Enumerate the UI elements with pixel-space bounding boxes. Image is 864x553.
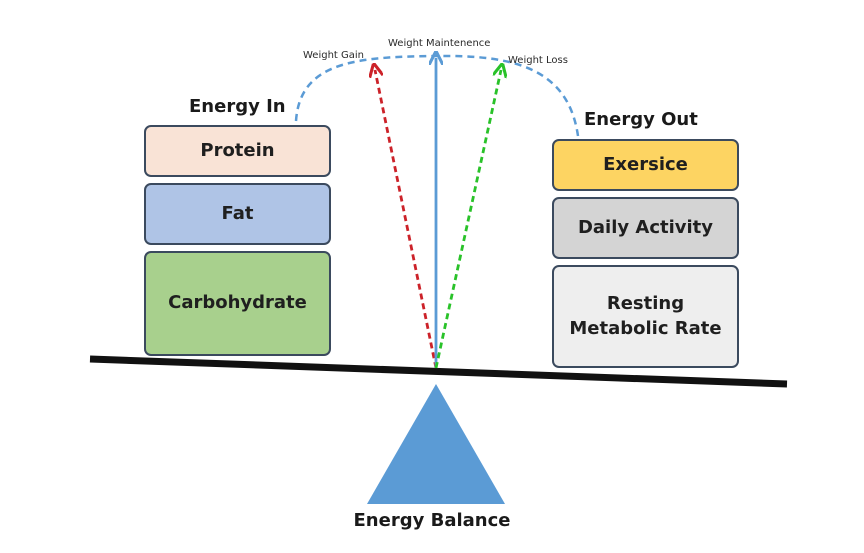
weight-gain-label: Weight Gain <box>303 50 365 61</box>
resting-metabolic-rate-box: Resting Metabolic Rate <box>552 265 739 368</box>
balance-beam <box>89 355 788 388</box>
weight-loss-label: Weight Loss <box>508 55 568 66</box>
protein-box: Protein <box>144 125 331 177</box>
fulcrum-triangle <box>367 384 505 504</box>
fat-box: Fat <box>144 183 331 245</box>
daily-activity-box: Daily Activity <box>552 197 739 259</box>
weight-loss-arrow <box>434 70 501 369</box>
exersice-box: Exersice <box>552 139 739 191</box>
energy-balance-title: Energy Balance <box>353 510 511 531</box>
weight-maintenance-label: Weight Maintenence <box>388 38 491 49</box>
energy-out-heading: Energy Out <box>584 109 698 130</box>
weight-gain-arrow <box>375 70 438 369</box>
energy-in-heading: Energy In <box>189 96 286 117</box>
carbohydrate-box: Carbohydrate <box>144 251 331 356</box>
